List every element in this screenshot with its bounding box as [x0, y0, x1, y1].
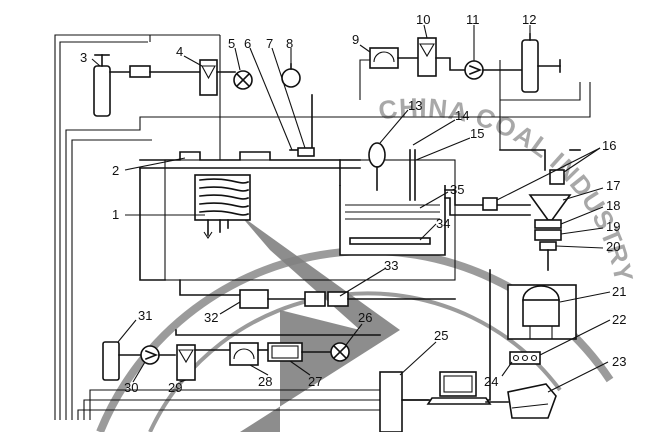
- valve-33a: [304, 291, 326, 307]
- label-5: 5: [228, 36, 235, 51]
- water-bath: [339, 142, 446, 256]
- label-28: 28: [258, 374, 272, 389]
- label-10: 10: [416, 12, 430, 27]
- label-15: 15: [470, 126, 484, 141]
- thermometer-13: [368, 142, 386, 168]
- gas-supply-line: [93, 54, 313, 151]
- label-29: 29: [168, 380, 182, 395]
- label-19: 19: [606, 219, 620, 234]
- label-22: 22: [612, 312, 626, 327]
- label-27: 27: [308, 374, 322, 389]
- stirrer-paddle: [349, 237, 431, 245]
- valve-33b: [327, 291, 349, 307]
- label-16: 16: [602, 138, 616, 153]
- label-20: 20: [606, 239, 620, 254]
- part-labels: 1 2 3 4 5 6 7 8 9 10 11 12 13 14 15 16 1…: [80, 12, 626, 395]
- valve-32: [239, 289, 269, 309]
- label-4: 4: [176, 44, 183, 59]
- filter-element: [129, 65, 151, 78]
- label-7: 7: [266, 36, 273, 51]
- label-25: 25: [434, 328, 448, 343]
- valve-6: [297, 147, 315, 157]
- label-35: 35: [450, 182, 464, 197]
- data-acquisition: [379, 371, 557, 432]
- gauge-8: [281, 68, 301, 88]
- label-12: 12: [522, 12, 536, 27]
- label-17: 17: [606, 178, 620, 193]
- right-assembly: [444, 149, 581, 271]
- gas-cylinder-right: [521, 39, 539, 93]
- label-31: 31: [138, 308, 152, 323]
- valve-16a: [482, 197, 498, 211]
- signal-wiring: [54, 34, 591, 420]
- cylinder-31: [102, 341, 120, 381]
- watermark-logo: [240, 215, 400, 432]
- pressure-gauge-9: [369, 47, 399, 69]
- label-6: 6: [244, 36, 251, 51]
- bottom-valves: [139, 167, 456, 309]
- label-30: 30: [124, 380, 138, 395]
- leader-lines: [91, 24, 611, 393]
- controller-24: [509, 351, 541, 365]
- label-34: 34: [436, 216, 450, 231]
- coil-heater: [164, 159, 456, 281]
- gas-cylinder-left: [93, 65, 111, 117]
- label-21: 21: [612, 284, 626, 299]
- processor-25: [379, 371, 403, 432]
- label-2: 2: [112, 163, 119, 178]
- block-19: [534, 229, 562, 241]
- label-1: 1: [112, 207, 119, 222]
- label-14: 14: [455, 108, 469, 123]
- label-23: 23: [612, 354, 626, 369]
- printer-23: [507, 383, 557, 419]
- label-8: 8: [286, 36, 293, 51]
- label-33: 33: [384, 258, 398, 273]
- sampling-line: [102, 329, 381, 381]
- label-13: 13: [408, 98, 422, 113]
- label-18: 18: [606, 198, 620, 213]
- label-3: 3: [80, 50, 87, 65]
- label-11: 11: [466, 12, 480, 27]
- laptop-base: [426, 397, 492, 405]
- block-18: [534, 219, 562, 229]
- manifold-line: [139, 147, 361, 169]
- label-9: 9: [352, 32, 359, 47]
- gas-supply-right: [369, 33, 561, 93]
- block-20: [539, 241, 557, 251]
- furnace-assembly: [379, 269, 577, 401]
- label-24: 24: [484, 374, 498, 389]
- label-26: 26: [358, 310, 372, 325]
- funnel-17: [528, 194, 572, 221]
- gauge-28: [229, 342, 259, 366]
- heater-vessel: [194, 174, 251, 221]
- label-32: 32: [204, 310, 218, 325]
